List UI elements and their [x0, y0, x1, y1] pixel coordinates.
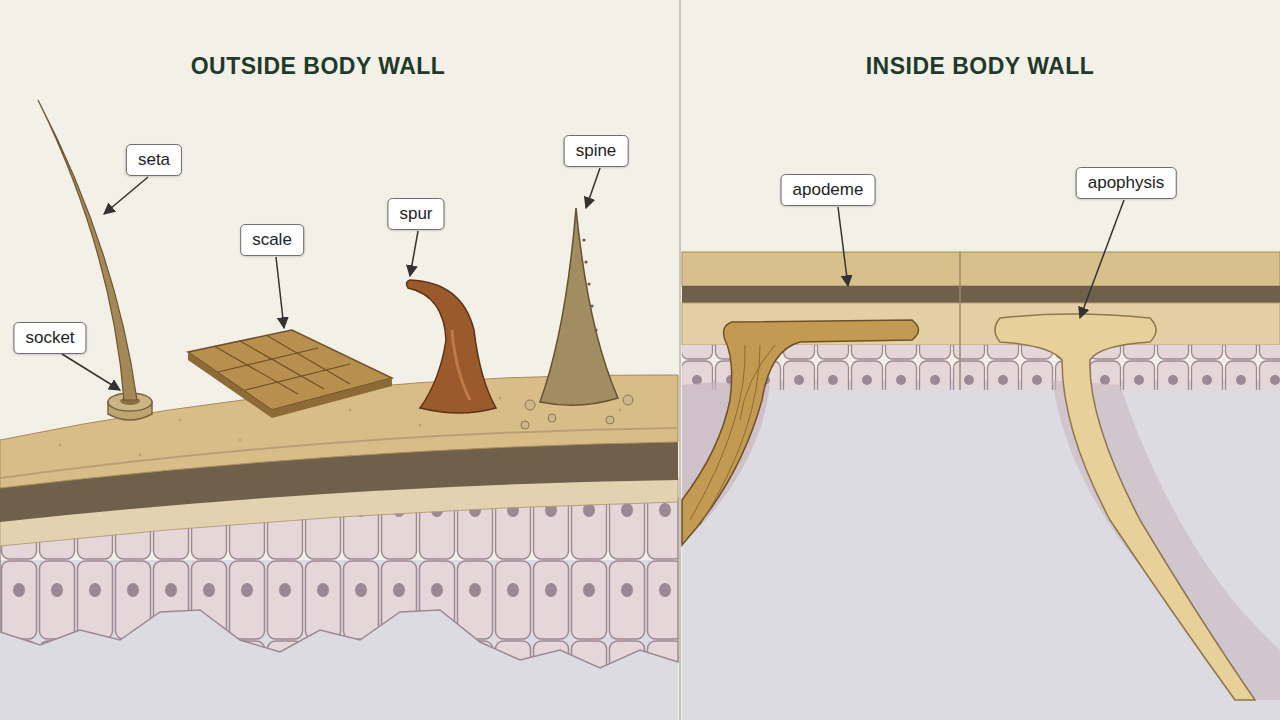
part-name: socket — [25, 328, 74, 347]
inner-body-wall — [682, 252, 1280, 720]
callout-box: spine — [564, 135, 629, 167]
callout-box: scale — [240, 224, 304, 256]
callout-box: apophysis — [1076, 167, 1177, 199]
callout-box: spur — [387, 198, 444, 230]
panel-heading: OUTSIDE BODY WALL — [191, 53, 446, 80]
callout-box: apodeme — [781, 174, 876, 206]
leader-lines — [62, 168, 1124, 390]
spine — [521, 208, 633, 429]
callout-box: socket — [13, 322, 86, 354]
callout-box: seta — [126, 144, 182, 176]
apodeme — [682, 320, 919, 545]
part-name: apophysis — [1088, 173, 1165, 192]
panel-divider — [679, 0, 681, 720]
outer-body-wall — [0, 375, 678, 720]
scale-plate — [188, 330, 392, 418]
panel-heading: INSIDE BODY WALL — [866, 53, 1095, 80]
part-name: apodeme — [793, 180, 864, 199]
part-name: spine — [576, 141, 617, 160]
part-name: seta — [138, 150, 170, 169]
part-name: scale — [252, 230, 292, 249]
apophysis — [995, 314, 1280, 700]
part-name: spur — [399, 204, 432, 223]
spur — [406, 280, 496, 413]
